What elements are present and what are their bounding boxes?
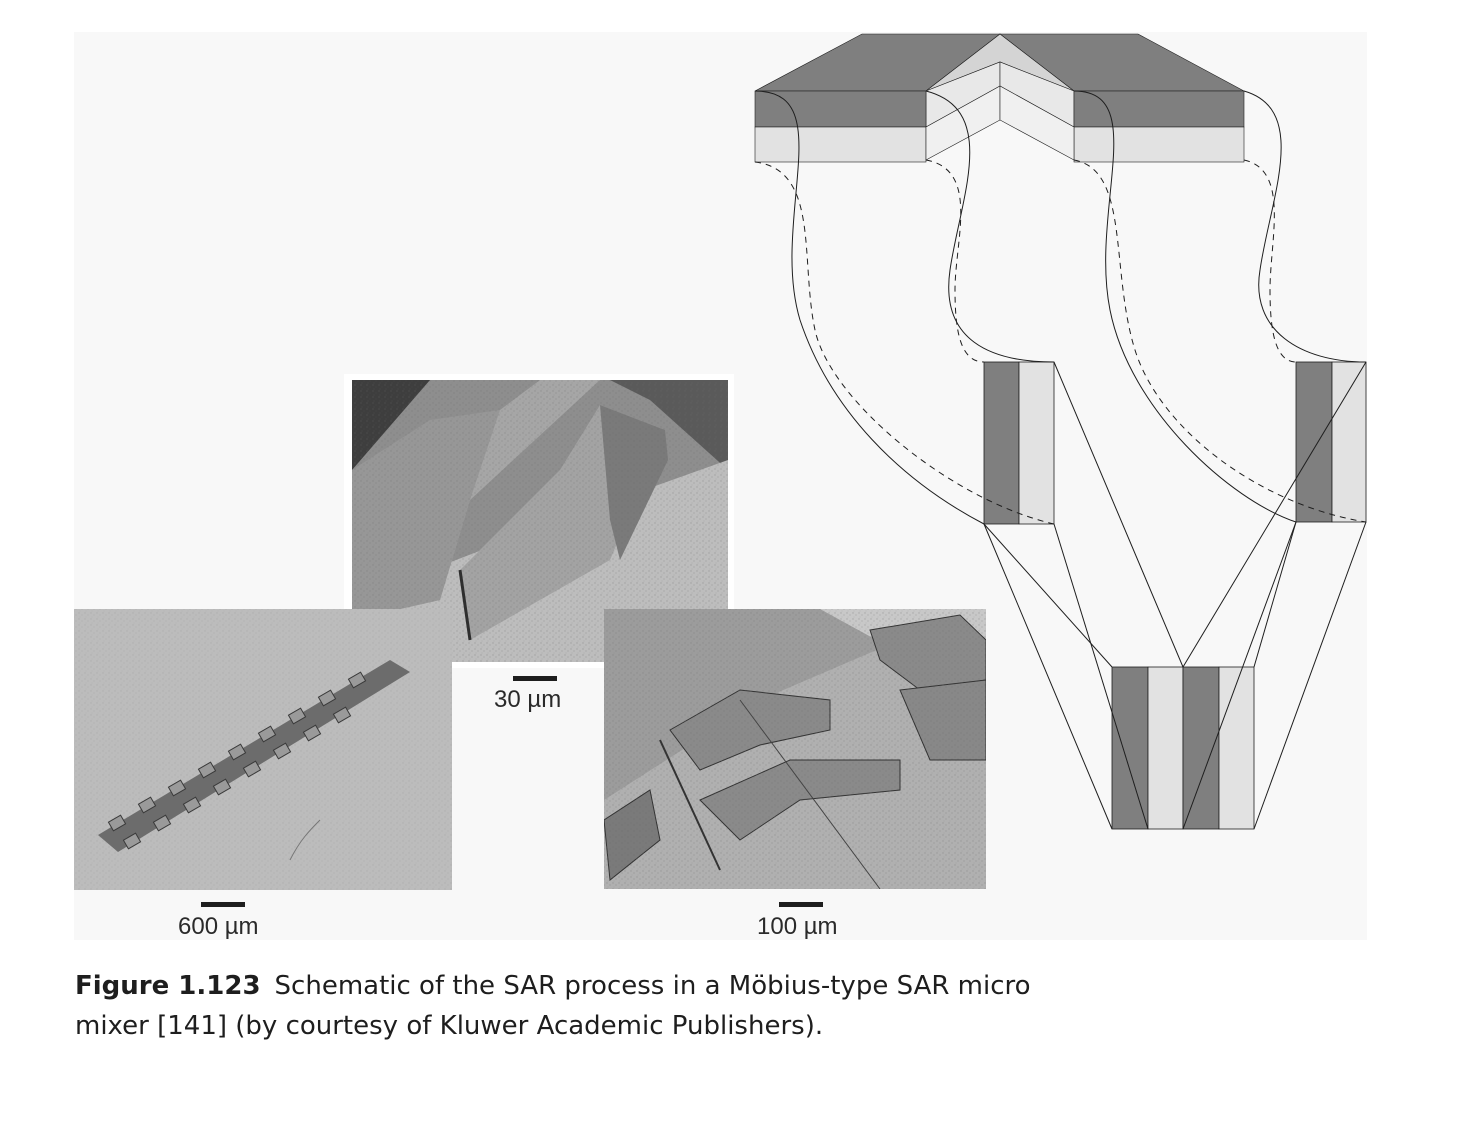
figure-panel xyxy=(74,32,1367,940)
caption-text: Schematic of the SAR process in a Möbius… xyxy=(75,971,1031,1041)
figure-number: Figure 1.123 xyxy=(75,971,261,1001)
